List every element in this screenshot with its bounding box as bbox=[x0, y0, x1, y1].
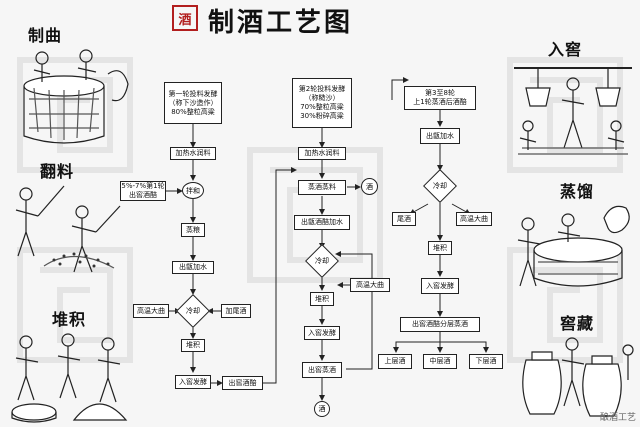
page-title: 制酒工艺图 bbox=[208, 8, 354, 38]
col3-daqu-box: 高温大曲 bbox=[456, 212, 492, 226]
col1-side-input-line1: 5%-7%第1轮 bbox=[121, 182, 165, 190]
col1-cool-label: 冷却 bbox=[186, 307, 200, 315]
col2-final-wine-node: 酒 bbox=[314, 401, 330, 417]
col2-out-box: 出窖蒸酒 bbox=[302, 362, 342, 378]
col3-cool-label: 冷却 bbox=[433, 182, 447, 190]
col1-heat-box: 加热水润料 bbox=[170, 147, 216, 160]
col1-start-line2: （称下沙造作） bbox=[168, 98, 218, 107]
illustration-make-qu bbox=[23, 49, 129, 144]
col1-cool-decision: 冷却 bbox=[176, 294, 210, 328]
label-turn: 翻料 bbox=[40, 162, 75, 181]
label-make-qu: 制曲 bbox=[28, 26, 63, 45]
col1-daqu-box: 高温大曲 bbox=[133, 304, 169, 318]
label-into-cellar: 入窖 bbox=[548, 40, 583, 59]
col2-daqu-box: 高温大曲 bbox=[350, 278, 390, 292]
label-distill: 蒸馏 bbox=[560, 182, 595, 201]
col1-side-input-box: 5%-7%第1轮 出窖酒醅 bbox=[120, 181, 166, 201]
col3-middle-box: 中层酒 bbox=[423, 354, 457, 369]
col2-start-box: 第2轮投料发酵 （称糙沙） 70%整粒高粱 30%粉碎高粱 bbox=[292, 78, 352, 128]
col3-lower-box: 下层酒 bbox=[469, 354, 503, 369]
col3-water-box: 出甑加水 bbox=[420, 128, 460, 144]
col2-water-box: 出甑酒醅加水 bbox=[294, 215, 350, 230]
label-cellar-store: 窖藏 bbox=[560, 314, 595, 333]
col2-steam-box: 蒸酒蒸料 bbox=[298, 180, 346, 195]
col1-pile-box: 堆积 bbox=[181, 339, 205, 352]
col3-cool-decision: 冷却 bbox=[423, 169, 457, 203]
col3-upper-box: 上层酒 bbox=[378, 354, 412, 369]
col1-start-line3: 80%整粒高粱 bbox=[171, 107, 215, 116]
col2-pile-box: 堆积 bbox=[310, 292, 334, 306]
col2-heat-box: 加热水润料 bbox=[298, 147, 346, 160]
col2-wine-node: 酒 bbox=[361, 178, 378, 195]
illustration-cellar-store bbox=[522, 337, 634, 417]
col3-layer-box: 出窖酒醅分层蒸酒 bbox=[400, 317, 480, 332]
col1-mix-node: 拌和 bbox=[182, 182, 204, 199]
illustration-turn bbox=[15, 185, 121, 273]
illustration-pile bbox=[11, 333, 128, 423]
watermark: 酿酒工艺 bbox=[599, 413, 636, 423]
col3-ferment-box: 入窖发酵 bbox=[421, 278, 459, 294]
col2-ferment-box: 入窖发酵 bbox=[304, 326, 340, 340]
col1-side-input-line2: 出窖酒醅 bbox=[129, 191, 157, 199]
illustration-distill bbox=[517, 205, 630, 287]
col1-out-box: 出窖酒醅 bbox=[222, 376, 263, 390]
col2-start-line2: （称糙沙） bbox=[304, 94, 340, 102]
col3-start-line2: 上1轮蒸酒后酒醅 bbox=[413, 98, 467, 106]
col1-start-line1: 第一轮投料发酵 bbox=[168, 89, 218, 98]
col3-pile-box: 堆积 bbox=[428, 241, 452, 255]
label-pile: 堆积 bbox=[52, 310, 87, 329]
col1-tail-box: 加尾酒 bbox=[221, 304, 251, 318]
col2-cool-label: 冷却 bbox=[315, 257, 329, 265]
col2-cool-decision: 冷却 bbox=[305, 244, 339, 278]
title-block: 酒 制酒工艺图 bbox=[172, 2, 472, 38]
col1-ferment-box: 入窖发酵 bbox=[175, 375, 211, 389]
col1-water-box: 出甑加水 bbox=[172, 261, 214, 274]
col1-start-box: 第一轮投料发酵 （称下沙造作） 80%整粒高粱 bbox=[164, 82, 222, 124]
illustration-into-cellar bbox=[514, 67, 632, 155]
col2-start-line1: 第2轮投料发酵 bbox=[298, 85, 346, 93]
col2-start-line4: 30%粉碎高粱 bbox=[300, 112, 344, 120]
col2-start-line3: 70%整粒高粱 bbox=[300, 103, 344, 111]
seal-logo: 酒 bbox=[172, 5, 198, 31]
col3-tail-box: 尾酒 bbox=[392, 212, 416, 226]
col3-start-line1: 第3至8轮 bbox=[425, 89, 455, 97]
col3-start-box: 第3至8轮 上1轮蒸酒后酒醅 bbox=[404, 86, 476, 110]
col1-steam-box: 蒸粮 bbox=[181, 223, 205, 237]
